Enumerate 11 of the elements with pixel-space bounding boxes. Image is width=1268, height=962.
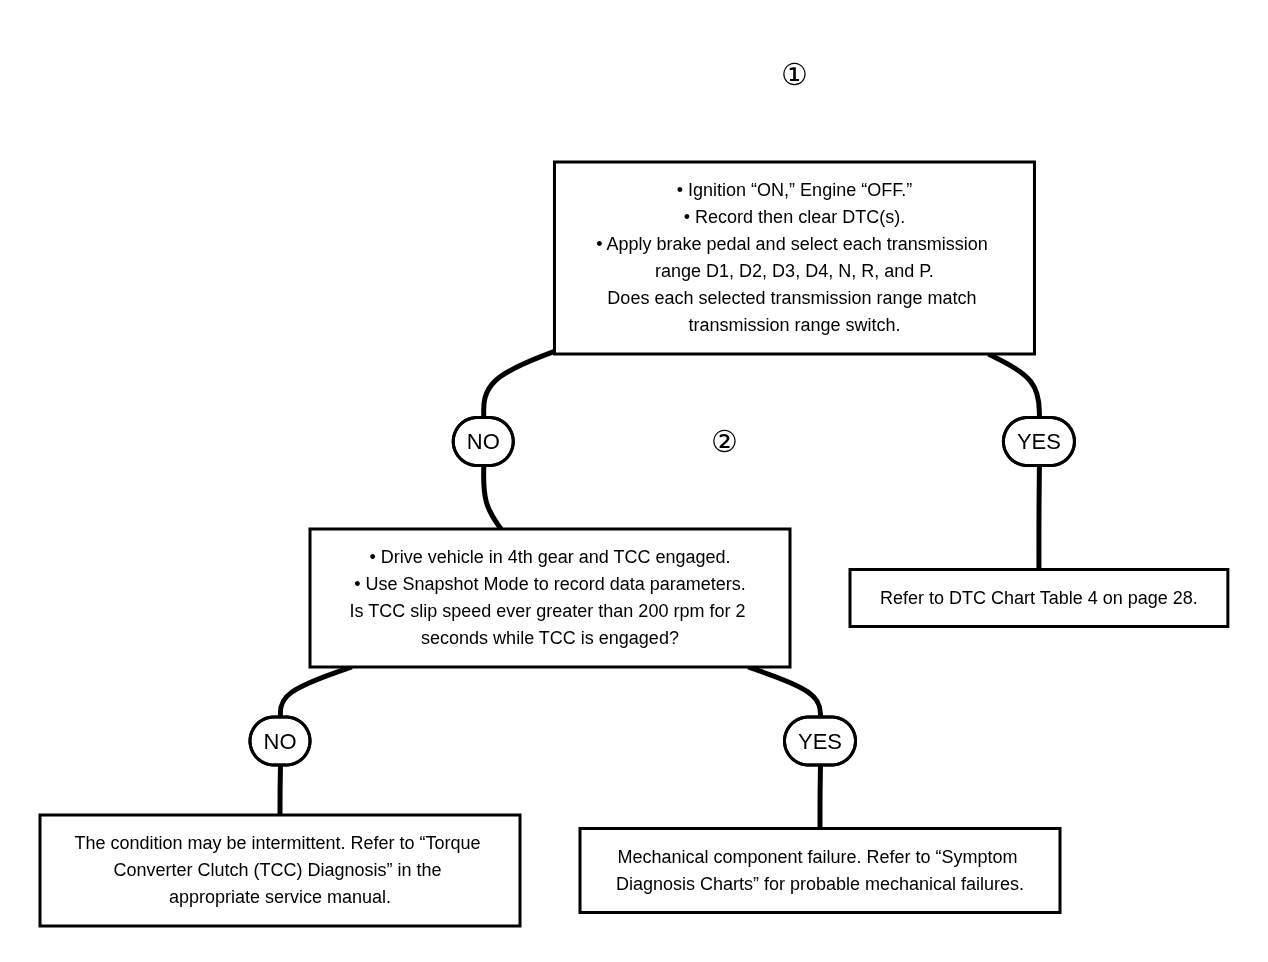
node-label: ① bbox=[781, 57, 809, 91]
connector bbox=[481, 348, 556, 418]
node-label: ② bbox=[711, 424, 739, 458]
node-box: The condition may be intermittent. Refer to “Torque Converter Clutch (TCC) Diagnosis” in the appropriate service manual. bbox=[38, 813, 522, 927]
connector bbox=[1036, 465, 1042, 569]
connector bbox=[277, 764, 284, 815]
connector bbox=[817, 764, 824, 828]
node-box: • Ignition “ON,” Engine “OFF.” • Record then clear DTC(s). • Apply brake pedal and select each transmission range D1, D2, D3, D4, N, R, and P. Does each selected transmission range match transmission range switch. bbox=[553, 160, 1037, 355]
node-box: • Drive vehicle in 4th gear and TCC engaged. • Use Snapshot Mode to record data parameters. Is TCC slip speed ever greater than 200 rpm for 2 seconds while TCC is engaged? bbox=[308, 527, 792, 668]
node-box: Mechanical component failure. Refer to “Symptom Diagnosis Charts” for probable mechanical failures. bbox=[578, 826, 1062, 914]
node-box: Refer to DTC Chart Table 4 on page 28. bbox=[848, 567, 1230, 628]
